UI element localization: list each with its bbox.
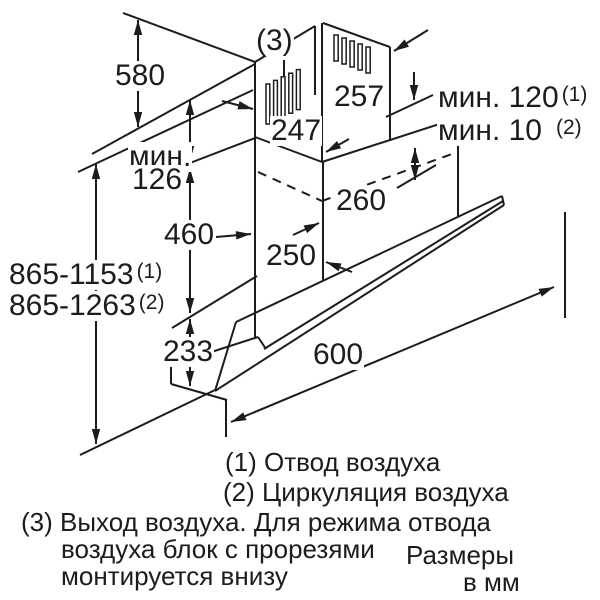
legend-exhaust: (1) Отвод воздуха — [225, 447, 441, 477]
dim-chimney-width-bottom: 260 — [335, 184, 388, 217]
units-note-line1: Размеры — [406, 540, 515, 570]
legend-vent-line2: воздуха блок с прорезями — [61, 534, 375, 564]
dim-total-height-recirc: 865-1263(2) — [8, 289, 166, 322]
vent-block-callout: (3) — [255, 24, 294, 57]
dim-chimney-depth-top: 247 — [270, 114, 323, 147]
dim-total-height-exhaust: 865-1153(1) — [8, 258, 164, 291]
dim-duct-height: 460 — [163, 218, 216, 251]
dim-ceiling-gap: 580 — [114, 59, 167, 92]
dim-min-clearance-exhaust: мин. 120(1) — [437, 81, 589, 114]
legend-recirc: (2) Циркуляция воздуха — [223, 477, 509, 507]
dim-body-height: 233 — [162, 335, 215, 368]
dim-chimney-depth-bottom: 250 — [265, 239, 318, 272]
dim-min-clearance-recirc: мин. 10(2) — [437, 114, 583, 147]
dim-hood-width: 600 — [312, 338, 365, 371]
dim-chimney-width-top: 257 — [333, 80, 386, 113]
units-note-line2: в мм — [463, 567, 520, 597]
legend-vent-line1: (3) Выход воздуха. Для режима отвода — [21, 507, 491, 537]
legend-vent-line3: монтируется внизу — [61, 561, 288, 591]
dim-min-value: 126 — [131, 163, 184, 196]
